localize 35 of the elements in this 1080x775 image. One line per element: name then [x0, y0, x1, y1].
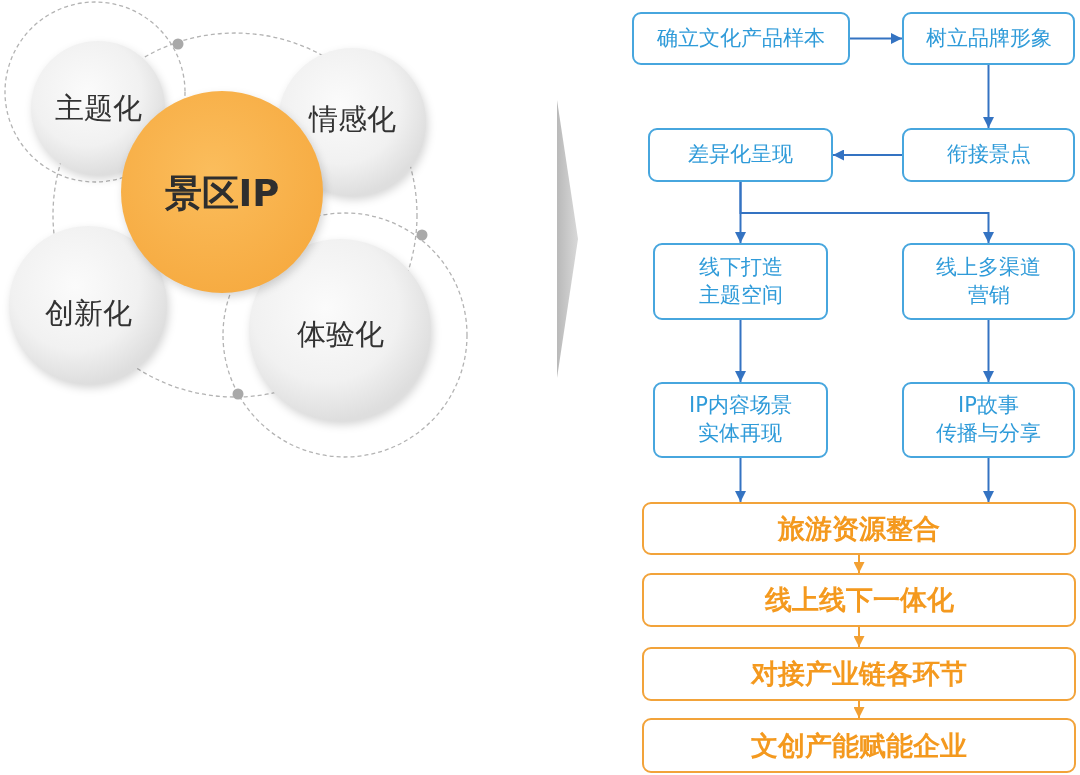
process-box	[902, 128, 1075, 182]
process-box	[902, 243, 1075, 320]
node-label: IP内容场景实体再现	[689, 392, 792, 447]
node-label: IP故事传播与分享	[936, 392, 1041, 447]
arrow	[983, 457, 994, 503]
arrow	[735, 457, 746, 503]
arrow	[853, 626, 865, 648]
process-box	[632, 12, 850, 65]
arrow	[849, 33, 903, 44]
result-box	[642, 718, 1076, 773]
result-box	[642, 502, 1076, 555]
process-box	[902, 12, 1075, 65]
process-box	[648, 128, 833, 182]
node-label: 线下打造主题空间	[698, 253, 783, 309]
arrow	[735, 319, 746, 383]
result-box	[642, 647, 1076, 701]
node-label: 确立文化产品样本	[657, 24, 825, 52]
node-label: 树立品牌形象	[925, 24, 1052, 52]
arrow	[853, 554, 865, 574]
arrow	[832, 149, 903, 161]
node-label: 线上线下一体化	[764, 583, 954, 618]
process-box	[653, 382, 828, 458]
node-label: 对接产业链各环节	[751, 657, 967, 692]
node-label: 差异化呈现	[688, 141, 793, 169]
node-label: 衔接景点	[946, 141, 1031, 169]
arrow	[983, 64, 994, 129]
node-label: 线上多渠道营销	[936, 253, 1041, 309]
result-box	[642, 573, 1076, 627]
arrow	[983, 319, 994, 383]
process-box	[902, 382, 1075, 458]
process-box	[653, 243, 828, 320]
node-label: 旅游资源整合	[778, 511, 940, 546]
node-label: 文创产能赋能企业	[751, 728, 967, 763]
arrow	[853, 700, 865, 719]
arrow	[739, 181, 994, 244]
